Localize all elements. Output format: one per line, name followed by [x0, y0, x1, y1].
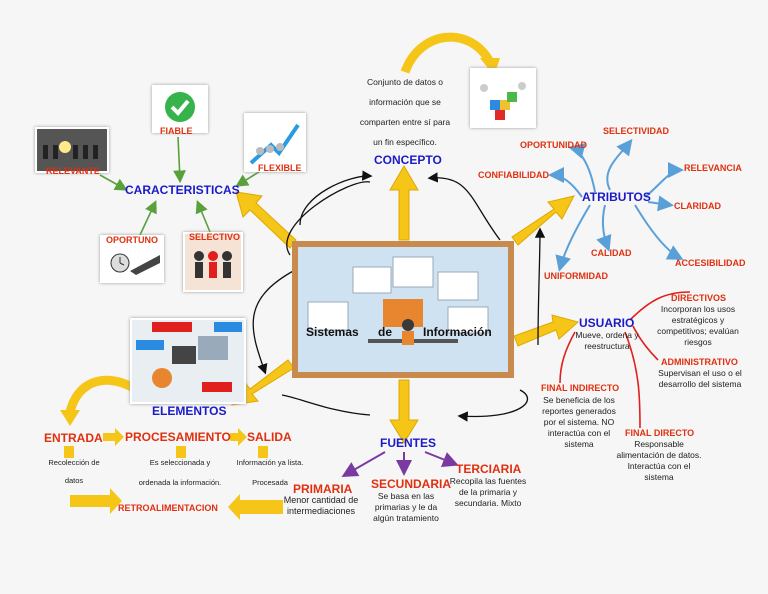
oportuno-image [100, 235, 164, 283]
concepto-line: Conjunto de datos o [366, 77, 444, 87]
usuario-directivos-title: DIRECTIVOS [671, 293, 727, 303]
attr-selectividad: SELECTIVIDAD [603, 126, 670, 136]
elemento-procesamiento-desc-1: Es seleccionada y [149, 458, 211, 467]
attr-relevancia: RELEVANCIA [684, 163, 742, 173]
fuente-terciaria-title: TERCIARIA [456, 462, 522, 476]
char-flexible: FLEXIBLE [258, 163, 302, 173]
usuario-final-indirecto-title: FINAL INDIRECTO [541, 383, 620, 393]
fuente-secundaria-title: SECUNDARIA [371, 477, 452, 491]
fuentes-title: FUENTES [380, 436, 437, 450]
arrow-to-atributos [511, 195, 575, 246]
fuente-primaria-title: PRIMARIA [293, 482, 353, 496]
center-title-word-3: Información [423, 325, 492, 339]
puzzle-people-image [470, 68, 536, 128]
elemento-entrada-desc-2: datos [64, 476, 84, 485]
relevante-image [35, 127, 109, 173]
elementos-image [130, 318, 246, 404]
arrow-to-caracteristicas [235, 191, 297, 249]
center-illustration: Sistemas de Información [298, 247, 508, 372]
usuario-administrativo-title: ADMINISTRATIVO [661, 357, 738, 367]
usuario-administrativo-desc: Supervisan el uso o el desarrollo del si… [658, 368, 742, 389]
elemento-entrada-title: ENTRADA [44, 431, 103, 445]
usuario-description: Mueve, ordena y reestructura [575, 330, 639, 351]
attr-calidad: CALIDAD [591, 248, 632, 258]
elemento-retroalimentacion: RETROALIMENTACION [118, 503, 218, 513]
char-relevante: RELEVANTE [46, 166, 100, 176]
concepto-line: comparten entre sí para [359, 117, 451, 127]
char-selectivo: SELECTIVO [189, 232, 241, 242]
elemento-salida-desc-1: Información ya lista. [236, 458, 304, 467]
usuario-final-indirecto-desc: Se beneficia de los reportes generados p… [542, 395, 616, 449]
elemento-salida-title: SALIDA [247, 430, 292, 444]
curve-arrow-concepto [400, 32, 494, 74]
attr-uniformidad: UNIFORMIDAD [544, 271, 608, 281]
elemento-procesamiento-title: PROCESAMIENTO [125, 430, 231, 444]
center-frame: Sistemas de Información [292, 241, 514, 378]
lightbulb-row-icon [43, 141, 98, 159]
center-title-word-1: Sistemas [306, 325, 359, 339]
checkmark-icon [165, 92, 195, 122]
arrow-to-usuario [513, 314, 580, 347]
char-fiable: FIABLE [160, 126, 193, 136]
usuario-directivos-desc: Incorporan los usos estratégicos y compe… [657, 304, 739, 347]
arrow-to-concepto [389, 165, 419, 241]
fuente-primaria-desc: Menor cantidad de intermediaciones [283, 495, 359, 516]
elementos-title: ELEMENTOS [152, 404, 227, 418]
elemento-procesamiento-desc-2: ordenada la información. [138, 478, 222, 487]
attr-oportunidad: OPORTUNIDAD [520, 140, 587, 150]
elemento-entrada-desc-1: Recolección de [48, 458, 100, 467]
atributos-title: ATRIBUTOS [582, 190, 651, 204]
arrow-to-fuentes [389, 379, 419, 444]
fiable-image [152, 85, 208, 133]
fuente-terciaria-desc: Recopila las fuentes de la primaria y se… [449, 476, 527, 508]
concepto-description: Conjunto de datos o información que se c… [350, 72, 460, 152]
attr-claridad: CLARIDAD [674, 201, 721, 211]
usuario-final-directo-desc: Responsable alimentación de datos. Inter… [616, 439, 702, 482]
attr-accesibilidad: ACCESIBILIDAD [675, 258, 746, 268]
fuente-secundaria-desc: Se basa en las primarias y le da algún t… [373, 491, 439, 523]
center-title-word-2: de [378, 325, 393, 339]
computer-system-icon [136, 322, 242, 392]
selectivo-image [183, 232, 243, 292]
char-oportuno: OPORTUNO [106, 235, 159, 245]
person-select-icon [194, 251, 232, 278]
flexible-image [244, 113, 306, 172]
caracteristicas-title: CARACTERISTICAS [125, 183, 240, 197]
elemento-salida-desc-2: Procesada [252, 478, 288, 487]
concepto-line: un fin específico. [373, 137, 437, 147]
concepto-line: información que se [369, 97, 441, 107]
usuario-title: USUARIO [579, 316, 635, 330]
concepto-title: CONCEPTO [374, 153, 442, 167]
growth-arrow-icon [249, 123, 300, 165]
clock-icon [110, 253, 160, 275]
workstation-illustration [307, 256, 489, 345]
attr-confiabilidad: CONFIABILIDAD [478, 170, 549, 180]
usuario-final-directo-title: FINAL DIRECTO [625, 428, 695, 438]
